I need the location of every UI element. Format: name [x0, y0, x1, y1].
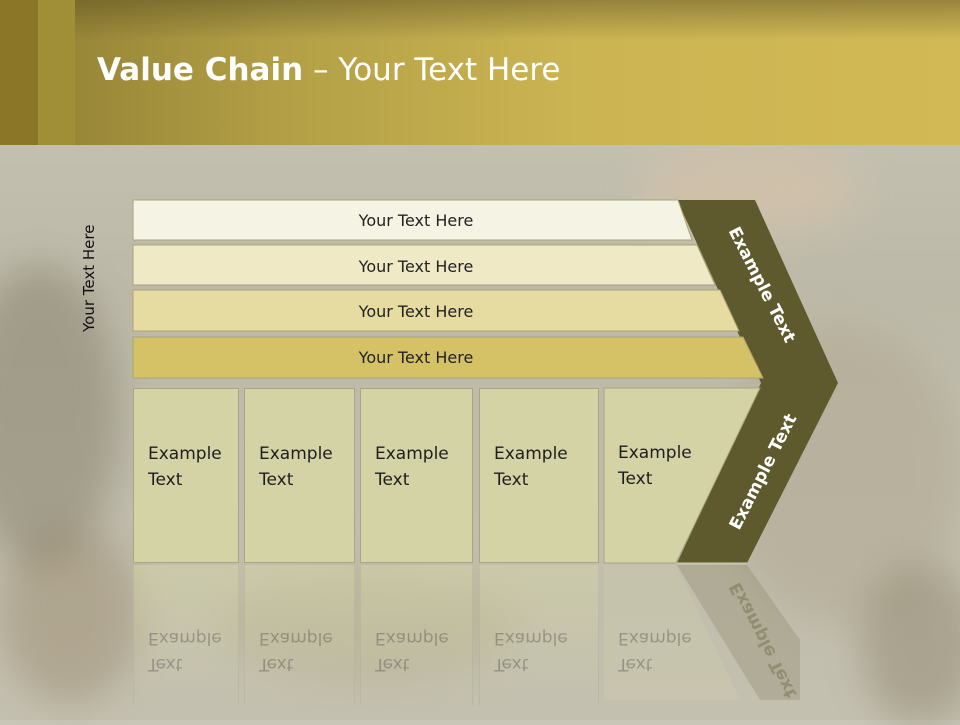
row-label-1: Your Text Here [358, 210, 474, 230]
row-shape-3 [132, 289, 740, 332]
row-label-4: Your Text Here [358, 347, 474, 367]
row-shape-2 [132, 244, 716, 286]
header-accent-strip [0, 0, 38, 145]
row-shape-4 [132, 336, 764, 379]
cell-shape-5 [603, 387, 761, 564]
header-band: Value Chain – Your Text Here [0, 0, 960, 145]
page-title: Value Chain – Your Text Here [97, 52, 561, 88]
row-label-3: Your Text Here [358, 301, 474, 321]
header-accent-strip [38, 0, 75, 145]
chevron-arrow [677, 200, 838, 563]
row-label-2: Your Text Here [358, 256, 474, 276]
row-shape-1 [132, 199, 693, 241]
